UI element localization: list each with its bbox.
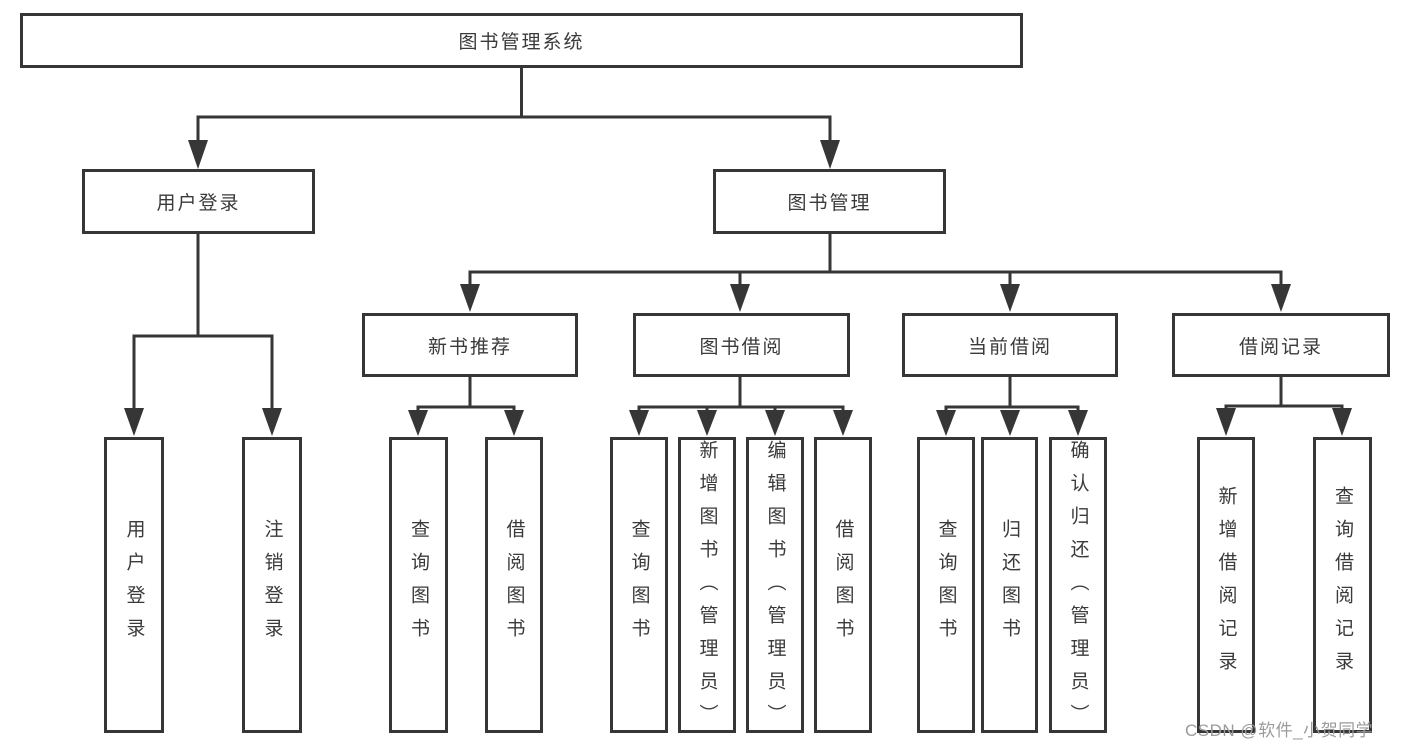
- node-borrowing-records: 借阅记录: [1172, 313, 1390, 377]
- node-new-book-recommendation: 新书推荐: [362, 313, 578, 377]
- node-user-login: 用户登录: [82, 169, 315, 234]
- leaf-logout: 注销登录: [242, 437, 302, 733]
- csdn-watermark: CSDN @软件_小贺同学: [1185, 721, 1374, 740]
- leaf-add-book-admin: 新增图书（管理员）: [678, 437, 736, 737]
- arrowheads: [124, 140, 1352, 436]
- leaf-edit-book-admin: 编辑图书（管理员）: [746, 437, 804, 737]
- node-current-borrowing: 当前借阅: [902, 313, 1118, 377]
- node-book-management: 图书管理: [713, 169, 946, 234]
- node-root: 图书管理系统: [20, 13, 1023, 68]
- leaf-confirm-return-admin: 确认归还（管理员）: [1049, 437, 1107, 737]
- leaf-query-borrow-record: 查询借阅记录: [1313, 437, 1372, 733]
- leaf-query-book-b: 查询图书: [610, 437, 668, 733]
- leaf-user-login: 用户登录: [104, 437, 164, 733]
- leaf-return-book: 归还图书: [981, 437, 1038, 733]
- leaf-query-book-c: 查询图书: [917, 437, 975, 733]
- node-book-borrowing: 图书借阅: [633, 313, 850, 377]
- leaf-borrow-book-a: 借阅图书: [485, 437, 543, 733]
- leaf-query-book-a: 查询图书: [389, 437, 448, 733]
- leaf-borrow-book-b: 借阅图书: [814, 437, 872, 733]
- leaf-add-borrow-record: 新增借阅记录: [1197, 437, 1255, 733]
